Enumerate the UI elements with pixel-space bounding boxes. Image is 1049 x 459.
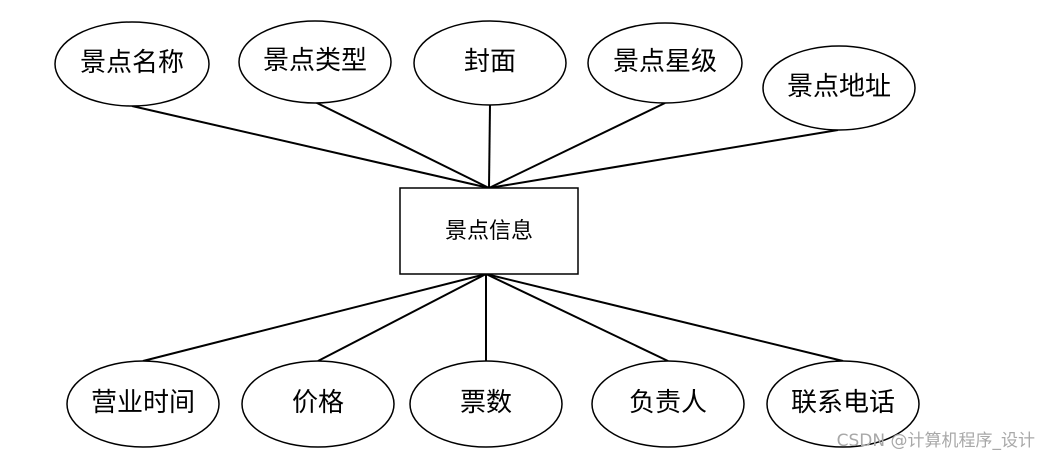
connectors-bottom [142, 273, 844, 362]
attribute-node-hours: 营业时间 [66, 360, 220, 448]
attribute-ellipse [238, 20, 392, 104]
attribute-label: 景点名称 [80, 48, 184, 78]
connector-attr-name [131, 105, 490, 189]
attribute-node-phone: 联系电话 [766, 360, 920, 448]
attribute-label: 营业时间 [91, 388, 195, 418]
attribute-node-tickets: 票数 [409, 360, 563, 448]
connector-attr-manager [485, 273, 669, 362]
attribute-label: 价格 [292, 388, 344, 418]
entity-node: 景点信息 [399, 187, 579, 275]
attribute-ellipse [54, 21, 210, 107]
connector-attr-star [488, 102, 666, 189]
attribute-ellipse [762, 45, 916, 131]
connectors-top [131, 101, 839, 189]
attribute-node-star: 景点星级 [587, 22, 743, 104]
attribute-node-price: 价格 [241, 360, 395, 448]
attribute-label: 景点星级 [613, 47, 717, 77]
attribute-label: 票数 [460, 388, 512, 418]
attribute-label: 景点类型 [263, 46, 367, 76]
connector-attr-price [317, 273, 487, 362]
attribute-node-address: 景点地址 [762, 45, 916, 131]
connector-attr-type [314, 101, 490, 189]
attribute-ellipse [409, 360, 563, 448]
connector-attr-hours [142, 273, 487, 362]
attribute-label: 景点地址 [787, 72, 891, 102]
attribute-node-manager: 负责人 [591, 360, 745, 448]
entity-label: 景点信息 [445, 219, 533, 244]
attribute-ellipse [766, 360, 920, 448]
entity-box [399, 187, 579, 275]
connector-attr-cover [488, 104, 491, 189]
attribute-node-cover: 封面 [413, 20, 567, 106]
attribute-ellipse [241, 360, 395, 448]
connector-attr-address [488, 129, 839, 189]
attribute-label: 联系电话 [791, 388, 895, 418]
attribute-ellipse [66, 360, 220, 448]
attribute-node-type: 景点类型 [238, 20, 392, 104]
attribute-ellipse [413, 20, 567, 106]
attribute-ellipse [591, 360, 745, 448]
watermark-text: CSDN @计算机程序_设计 [837, 431, 1035, 451]
connector-attr-phone [485, 273, 844, 362]
attribute-label: 封面 [464, 47, 516, 77]
attribute-node-name: 景点名称 [54, 21, 210, 107]
attribute-label: 负责人 [629, 388, 707, 418]
attribute-ellipse [587, 22, 743, 104]
